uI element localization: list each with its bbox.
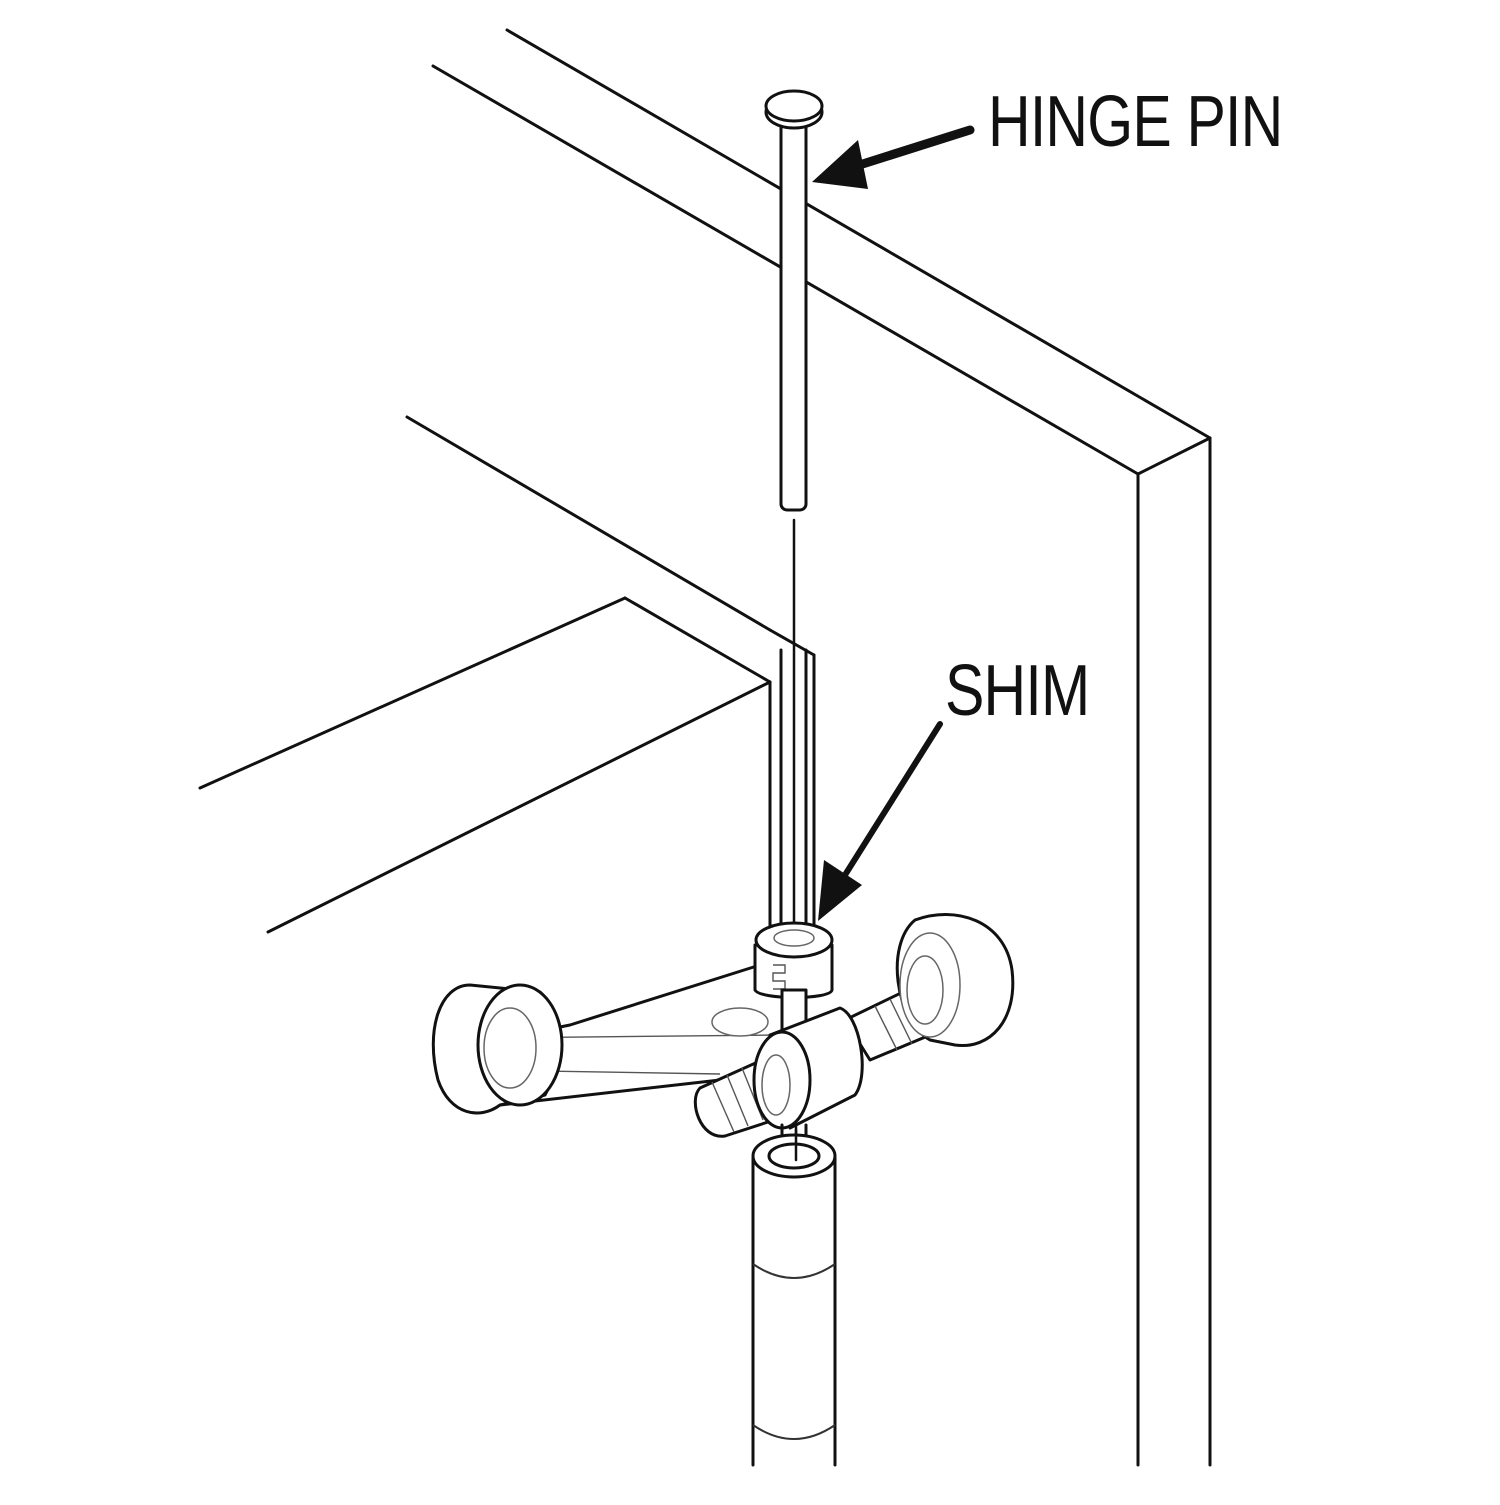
shim-label: SHIM: [945, 651, 1090, 731]
lower-hinge-barrel: [751, 1123, 837, 1470]
hinge-pin-label: HINGE PIN: [988, 82, 1283, 162]
door-panel: [198, 596, 772, 934]
door-frame: [431, 28, 1212, 1467]
hinge-pin-arrow: [812, 125, 975, 189]
shim-arrow: [818, 721, 943, 921]
hinge-pin: [764, 89, 824, 927]
right-roller: [895, 912, 1015, 1048]
left-roller: [431, 983, 564, 1115]
shim: [753, 921, 834, 1032]
